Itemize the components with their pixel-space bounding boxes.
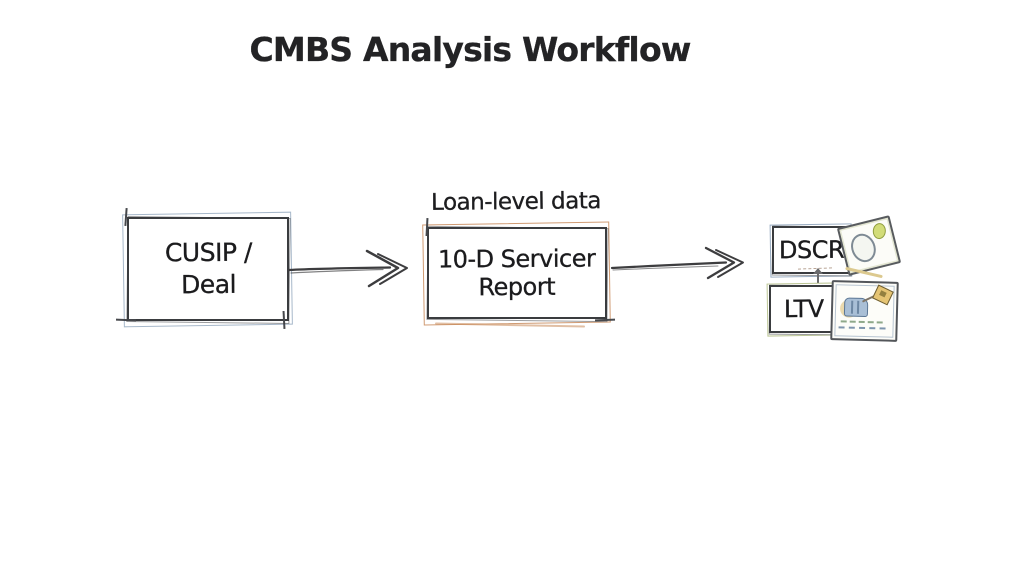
node-ltv: LTV: [769, 285, 839, 333]
gauge-indicator-shape: [872, 222, 887, 240]
sketch-stroke: [425, 217, 429, 237]
node-servicer-report-label: 10-D Servicer Report: [438, 244, 596, 301]
node-label-line: Report: [478, 272, 556, 302]
sketch-stroke: [594, 319, 616, 322]
node-servicer-report: 10-D Servicer Report: [425, 217, 616, 328]
right-arrow-icon: [287, 249, 408, 288]
node-cusip-deal: CUSIP / Deal: [115, 207, 289, 330]
page-title: CMBS Analysis Workflow: [249, 30, 691, 69]
price-tag-shape: [872, 284, 894, 306]
loan-level-data-label: Loan-level data: [430, 188, 602, 216]
node-cusip-deal-label: CUSIP / Deal: [164, 237, 251, 302]
sketch-stroke: [840, 320, 883, 324]
node-label-line: 10-D Servicer: [438, 244, 596, 274]
node-label-line: CUSIP /: [164, 237, 252, 268]
sketch-stroke: [282, 310, 286, 330]
right-arrow-icon: [610, 246, 744, 280]
sketch-stroke: [838, 326, 886, 330]
up-tick-connector-icon: [813, 268, 823, 274]
node-ltv-label: LTV: [784, 294, 824, 324]
sketch-stroke: [434, 322, 586, 328]
house-price-tag-card-icon: [830, 280, 899, 342]
sketch-stroke: [124, 207, 128, 227]
node-label-line: Deal: [180, 269, 236, 300]
connector-stem: [817, 272, 819, 283]
sketch-stroke: [115, 319, 137, 322]
node-dscr-label: DSCR: [778, 235, 845, 265]
